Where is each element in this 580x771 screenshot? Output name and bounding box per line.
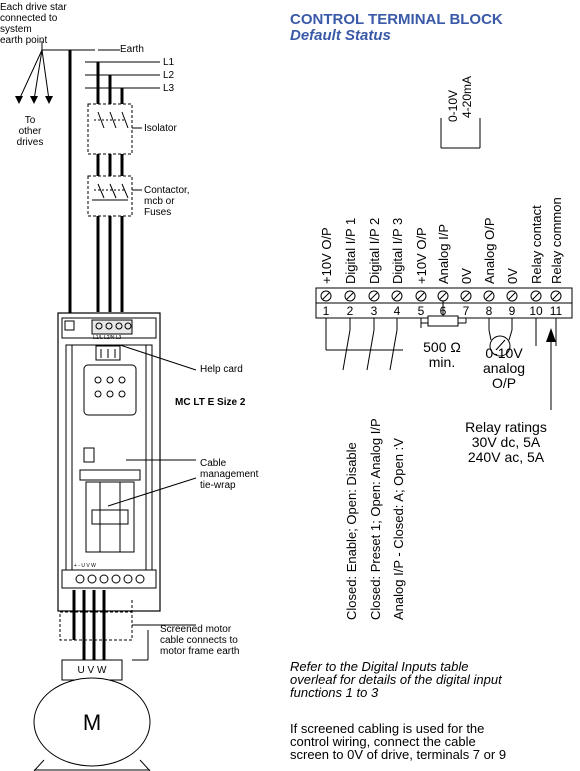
control-title: CONTROL TERMINAL BLOCK (290, 11, 503, 28)
terminal-number-7: 7 (462, 304, 470, 318)
terminal-label-2: Digital I/P 1 (343, 217, 358, 284)
contactor-label: Contactor, mcb or Fuses (144, 185, 190, 218)
terminal-number-11: 11 (549, 304, 563, 318)
terminal-label-9: 0V (505, 268, 520, 284)
relay-ratings: Relay ratings 30V dc, 5A 240V ac, 5A (465, 419, 547, 465)
control-subtitle: Default Status (290, 27, 391, 44)
terminal-number-1: 1 (322, 304, 330, 318)
bottom-terminal-text: + - U V W (74, 563, 96, 569)
terminal-label-8: Analog O/P (482, 217, 497, 285)
earth-label: Earth (120, 44, 144, 55)
bracket-label-0-10v: 0-10V (446, 89, 460, 122)
pot-label: 500 Ω min. (423, 339, 461, 370)
terminal-number-3: 3 (370, 304, 378, 318)
cable-mgmt-label: Cable management tie-wrap (200, 458, 259, 491)
terminal-screw-slot-4 (393, 292, 401, 300)
uvw-label: U V W (77, 665, 107, 676)
terminal-screw-slot-7 (462, 292, 470, 300)
terminal-label-1: +10V O/P (319, 227, 334, 284)
motor-label: M (82, 710, 102, 735)
screen-note: If screened cabling is used for the cont… (290, 722, 507, 762)
terminal-screw-slot-10 (532, 292, 540, 300)
star-note: Each drive star connected to system eart… (0, 2, 67, 46)
meter-label: 0-10V analog O/P (482, 345, 526, 391)
terminal-number-6: 6 (439, 304, 447, 318)
terminal-number-8: 8 (485, 304, 493, 318)
top-terminal-text: L1/L L2/N L3 (93, 335, 122, 341)
l2-label: L2 (163, 70, 175, 81)
terminal-label-10: Relay contact (529, 205, 544, 284)
terminal-screw-slot-11 (552, 292, 560, 300)
refer-note: Refer to the Digital Inputs table overle… (290, 659, 502, 700)
to-other-drives: To other drives (16, 115, 44, 148)
terminal-number-2: 2 (346, 304, 354, 318)
terminal-label-7: 0V (459, 268, 474, 284)
terminal-number-5: 5 (417, 304, 425, 318)
terminal-screw-slot-9 (508, 292, 516, 300)
terminal-number-9: 9 (508, 304, 516, 318)
terminal-screw-slot-3 (370, 292, 378, 300)
terminal-screw-slot-6 (439, 292, 447, 300)
func1-label: Closed: Enable; Open: Disable (344, 442, 359, 620)
terminal-label-6: Analog I/P (436, 224, 451, 284)
l1-label: L1 (163, 57, 175, 68)
help-card-label: Help card (200, 364, 243, 375)
terminal-screw-slot-8 (485, 292, 493, 300)
terminal-label-11: Relay common (549, 197, 564, 284)
terminal-label-3: Digital I/P 2 (367, 217, 382, 284)
model-label: MC LT E Size 2 (175, 397, 246, 408)
terminal-screw-slot-1 (322, 292, 330, 300)
bracket-label-4-20ma: 4-20mA (460, 75, 474, 118)
terminal-screw-slot-2 (346, 292, 354, 300)
terminal-screw-slot-5 (417, 292, 425, 300)
terminal-label-4: Digital I/P 3 (390, 217, 405, 284)
func2-label: Closed: Preset 1; Open: Analog I/P (368, 418, 383, 620)
terminal-number-4: 4 (393, 304, 401, 318)
l3-label: L3 (163, 83, 175, 94)
func3-label: Analog I/P - Closed: A; Open :V (391, 438, 406, 620)
terminal-label-5: +10V O/P (414, 227, 429, 284)
isolator-label: Isolator (144, 123, 177, 134)
terminal-number-10: 10 (529, 304, 543, 318)
screened-label: Screened motor cable connects to motor f… (160, 624, 240, 657)
